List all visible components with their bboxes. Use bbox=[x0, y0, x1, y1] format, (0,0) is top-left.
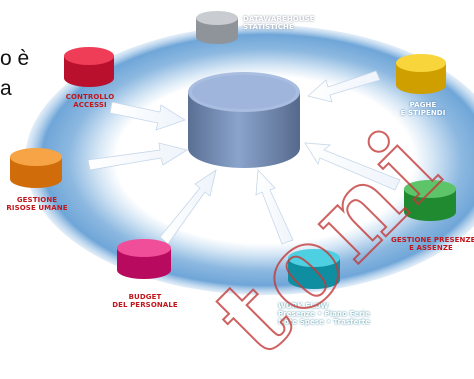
label-paghe-line2: E STIPENDI bbox=[400, 109, 446, 117]
arrow-budget bbox=[159, 169, 217, 245]
node-controllo bbox=[64, 47, 114, 87]
left-text-fragment-2: a bbox=[0, 77, 12, 100]
label-controllo-line2: ACCESSI bbox=[73, 101, 107, 109]
center-database bbox=[188, 72, 300, 168]
hub-diagram bbox=[10, 11, 474, 295]
label-workflow-line3: Note Spese • Trasferte bbox=[278, 318, 371, 326]
label-budget-line2: DEL PERSONALE bbox=[112, 301, 178, 309]
label-budget-personale: BUDGET DEL PERSONALE bbox=[112, 293, 178, 309]
diagram-stage: o è a bbox=[0, 11, 474, 379]
label-datawarehouse: DATAWAREHOUSE STATISTICHE bbox=[243, 15, 315, 31]
label-gestione-presenze: GESTIONE PRESENZE E ASSENZE bbox=[391, 236, 474, 252]
label-paghe-stipendi: PAGHE E STIPENDI bbox=[400, 101, 446, 117]
arrow-paghe bbox=[307, 70, 381, 103]
node-presenze bbox=[404, 180, 456, 221]
label-controllo-line1: CONTROLLO bbox=[65, 93, 115, 101]
arrow-presenze bbox=[304, 142, 401, 191]
node-risorse bbox=[10, 148, 62, 188]
label-risorse-line1: GESTIONE bbox=[16, 196, 58, 204]
node-paghe bbox=[396, 54, 446, 94]
node-workflow bbox=[288, 249, 340, 289]
label-controllo-accessi: CONTROLLO ACCESSI bbox=[64, 93, 116, 109]
label-workflow: WORK FLOW Presenze • Piano Ferie Note Sp… bbox=[278, 302, 370, 326]
arrow-controllo bbox=[109, 101, 186, 131]
arrow-workflow bbox=[255, 169, 294, 245]
left-text-fragment-1: o è bbox=[0, 47, 30, 70]
label-presenze-line1: GESTIONE PRESENZE bbox=[391, 236, 474, 244]
label-datawarehouse-line1: DATAWAREHOUSE bbox=[243, 15, 315, 23]
label-presenze-line2: E ASSENZE bbox=[409, 244, 453, 252]
label-gestione-risorse: GESTIONE RISOSE UMANE bbox=[2, 196, 72, 212]
label-budget-line1: BUDGET bbox=[128, 293, 162, 301]
label-paghe-line1: PAGHE bbox=[409, 101, 437, 109]
node-datawarehouse bbox=[196, 11, 238, 44]
label-risorse-line2: RISOSE UMANE bbox=[6, 204, 68, 212]
node-budget bbox=[117, 239, 171, 279]
arrow-risorse bbox=[87, 142, 189, 171]
label-workflow-line2: Presenze • Piano Ferie bbox=[278, 310, 370, 318]
label-datawarehouse-line2: STATISTICHE bbox=[243, 23, 294, 31]
label-workflow-line1: WORK FLOW bbox=[278, 302, 329, 310]
